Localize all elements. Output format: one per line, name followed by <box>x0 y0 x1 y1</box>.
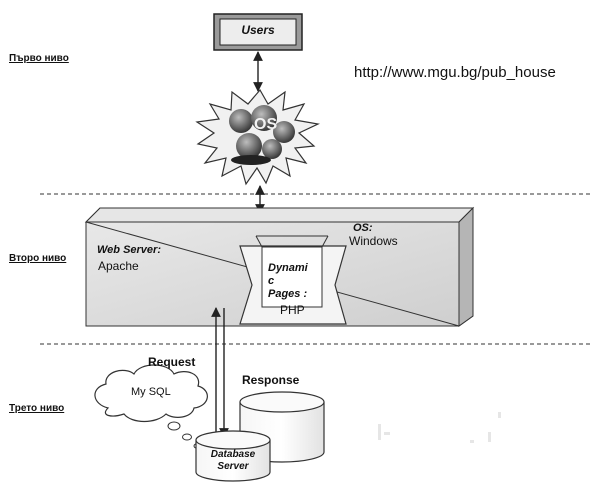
dynamic-pages-line-3: Pages : <box>268 288 308 300</box>
database-server-label: Database Server <box>203 449 263 473</box>
mysql-label: My SQL <box>131 386 171 398</box>
database-server-line-2: Server <box>217 461 249 472</box>
level-label-third: Трето ниво <box>9 403 65 414</box>
internet-starburst-icon: OS <box>195 88 320 186</box>
cloud-icon <box>94 364 208 449</box>
web-server-title: Web Server: <box>97 244 161 256</box>
level-label-second: Второ ниво <box>9 253 67 264</box>
background-artifacts <box>378 412 501 443</box>
level-label-first: Първо ниво <box>9 53 69 64</box>
users-label: Users <box>241 23 275 37</box>
request-label: Request <box>148 355 196 369</box>
response-label: Response <box>242 373 300 387</box>
dynamic-pages-name: PHP <box>280 303 305 317</box>
dynamic-pages-title: Dynami c Pages : <box>268 262 308 301</box>
os-name: Windows <box>349 234 398 248</box>
database-server-line-1: Database <box>210 449 256 460</box>
dynamic-pages-line-2: c <box>268 275 275 287</box>
web-server-name: Apache <box>98 259 139 273</box>
source-url: http://www.mgu.bg/pub_house <box>354 64 556 81</box>
database-cylinder-icon <box>195 391 325 482</box>
os-logo-icon: OS <box>229 105 295 165</box>
svg-text:OS: OS <box>254 116 277 133</box>
os-title: OS: <box>353 222 373 234</box>
dynamic-pages-shape <box>239 235 347 325</box>
dynamic-pages-line-1: Dynami <box>268 262 308 274</box>
users-box-icon <box>213 13 303 51</box>
